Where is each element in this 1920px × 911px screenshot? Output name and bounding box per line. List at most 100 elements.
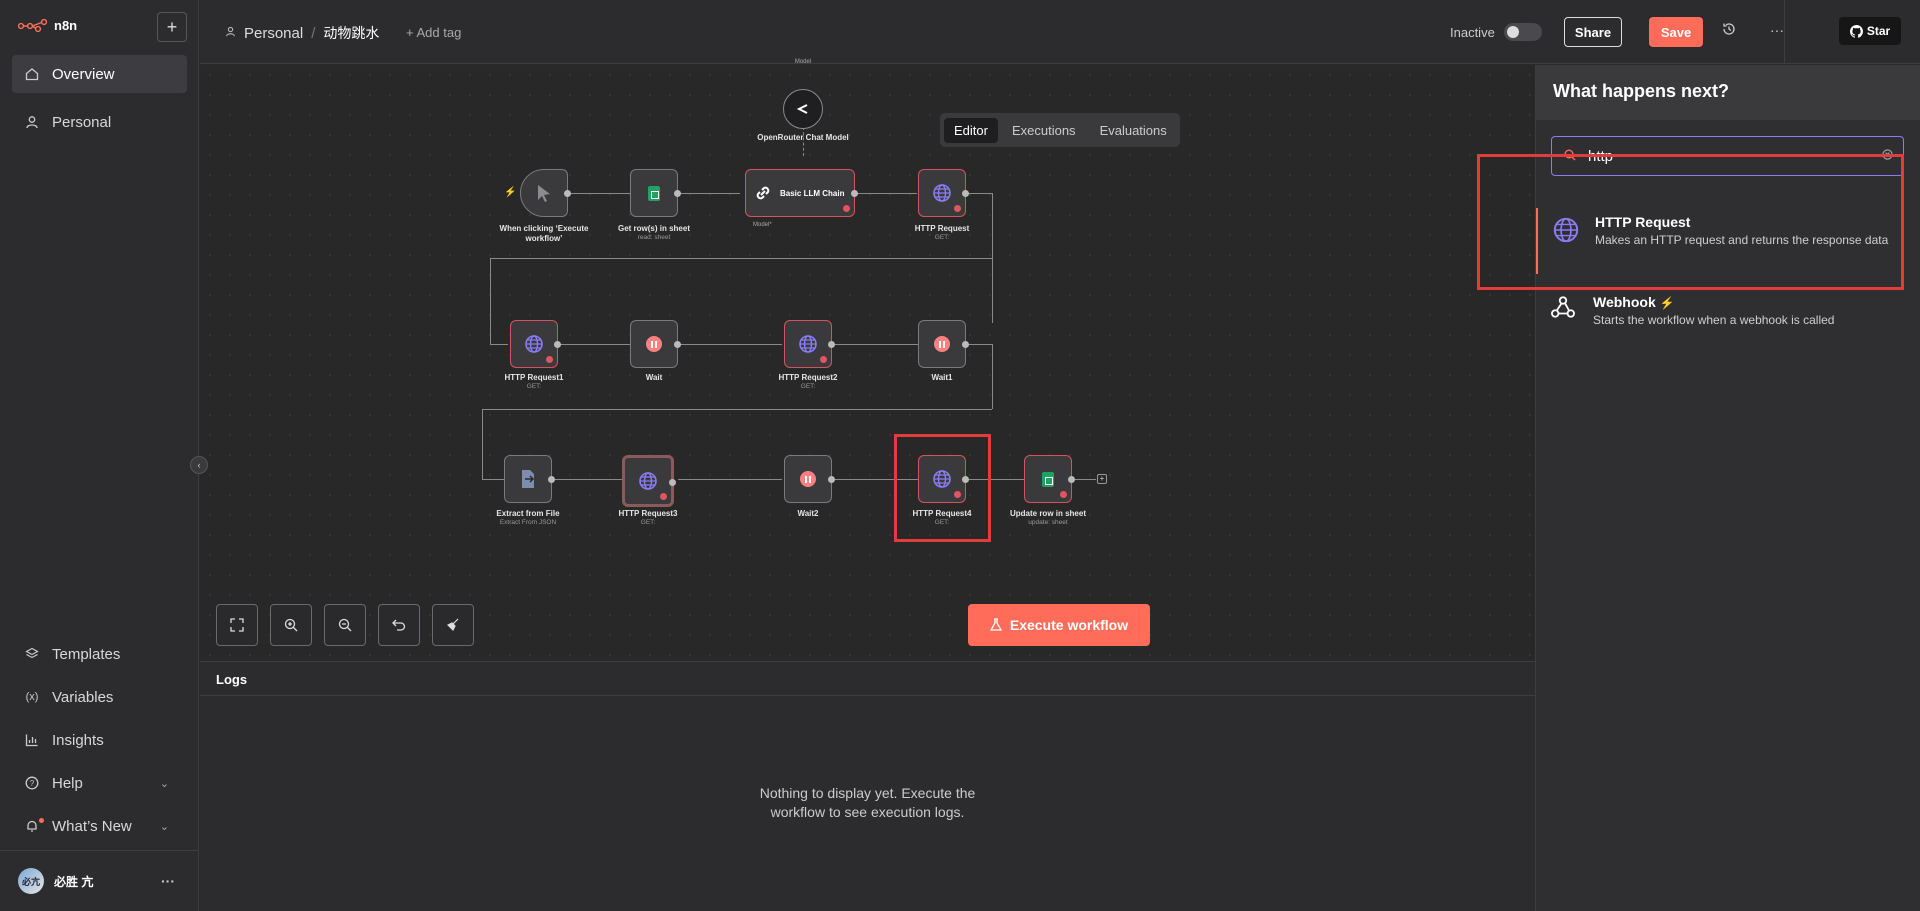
share-button[interactable]: Share: [1564, 17, 1622, 47]
execute-workflow-button[interactable]: Execute workflow: [968, 604, 1150, 646]
more-options-icon[interactable]: ···: [161, 873, 175, 889]
manual-trigger-node[interactable]: [520, 169, 571, 217]
cursor-icon: [538, 185, 550, 202]
globe-icon: [933, 470, 951, 488]
result-http-request[interactable]: HTTP Request Makes an HTTP request and r…: [1536, 208, 1920, 274]
help-icon: ?: [24, 775, 40, 791]
save-button[interactable]: Save: [1649, 17, 1703, 47]
output-port[interactable]: [851, 190, 858, 197]
workflow-canvas[interactable]: Editor Executions Evaluations + M: [200, 59, 1535, 661]
update-row-node[interactable]: [1024, 455, 1075, 503]
breadcrumb-project[interactable]: Personal: [244, 24, 304, 42]
wait1-node[interactable]: [918, 320, 969, 368]
user-menu[interactable]: 必亢 必胜 亢 ···: [0, 850, 199, 911]
connection: [678, 193, 740, 194]
file-extract-icon: [522, 470, 535, 488]
user-icon: [225, 26, 236, 40]
output-port[interactable]: [828, 476, 835, 483]
home-icon: [24, 66, 40, 82]
openrouter-chat-model-node[interactable]: [783, 89, 823, 129]
http-request3-node[interactable]: [622, 455, 676, 507]
undo-button[interactable]: [378, 604, 420, 646]
sidebar-item-insights[interactable]: Insights: [12, 721, 187, 759]
node-subtitle: GET:: [934, 519, 950, 526]
active-toggle[interactable]: [1504, 23, 1542, 41]
logs-panel: Logs Nothing to display yet. Execute the…: [200, 661, 1535, 911]
fit-view-button[interactable]: [216, 604, 258, 646]
breadcrumb-separator: /: [311, 24, 316, 42]
output-port[interactable]: [554, 341, 561, 348]
connection: [482, 409, 992, 410]
node-creator-panel: What happens next? http HTTP Request Mak…: [1535, 65, 1920, 911]
github-star-button[interactable]: Star: [1839, 17, 1901, 45]
http-request-node[interactable]: [918, 169, 969, 217]
output-port[interactable]: [828, 341, 835, 348]
connection: [490, 344, 508, 345]
http-request1-node[interactable]: [510, 320, 561, 368]
result-webhook[interactable]: Webhook ⚡ Starts the workflow when a web…: [1536, 294, 1920, 344]
output-port[interactable]: [962, 476, 969, 483]
error-indicator: [1060, 491, 1067, 498]
brand-name: n8n: [54, 18, 78, 33]
output-port[interactable]: [962, 341, 969, 348]
basic-llm-chain-node[interactable]: Basic LLM Chain: [745, 169, 858, 217]
globe-icon: [525, 335, 543, 353]
github-icon: [1849, 24, 1863, 38]
error-indicator: [843, 205, 850, 212]
logo[interactable]: n8n: [18, 18, 77, 33]
connection: [482, 479, 506, 480]
zoom-in-button[interactable]: [270, 604, 312, 646]
get-rows-node[interactable]: [630, 169, 681, 217]
add-node-button[interactable]: +: [1097, 474, 1107, 484]
trigger-bolt-icon: ⚡: [1659, 296, 1675, 310]
sidebar-item-label: Insights: [52, 731, 104, 749]
zoom-out-icon: [338, 618, 352, 632]
tab-editor[interactable]: Editor: [944, 117, 998, 143]
output-port[interactable]: [962, 190, 969, 197]
output-port[interactable]: [1068, 476, 1075, 483]
http-request4-node[interactable]: [918, 455, 969, 503]
undo-icon: [392, 619, 406, 631]
sidebar-item-personal[interactable]: Personal: [12, 103, 187, 141]
connection: [490, 258, 491, 344]
add-tag-button[interactable]: + Add tag: [406, 25, 462, 40]
output-port[interactable]: [548, 476, 555, 483]
output-port[interactable]: [669, 479, 676, 486]
more-options-icon[interactable]: ···: [1770, 22, 1784, 38]
svg-text:?: ?: [30, 779, 35, 788]
model-port-label: Model*: [753, 222, 772, 228]
output-port[interactable]: [674, 190, 681, 197]
error-indicator: [546, 356, 553, 363]
sidebar-item-overview[interactable]: Overview: [12, 55, 187, 93]
output-port[interactable]: [674, 341, 681, 348]
sidebar-item-variables[interactable]: (x) Variables: [12, 678, 187, 716]
sidebar-item-templates[interactable]: Templates: [12, 635, 187, 673]
sidebar-item-help[interactable]: ? Help ⌄: [12, 764, 187, 802]
wait-node[interactable]: [630, 320, 681, 368]
connection: [558, 344, 630, 345]
tab-executions[interactable]: Executions: [1011, 122, 1076, 138]
connection: [855, 193, 917, 194]
tidy-up-button[interactable]: [432, 604, 474, 646]
sidebar: n8n + Overview Personal Templates (x) Va…: [0, 0, 199, 911]
collapse-sidebar-button[interactable]: ‹: [190, 456, 208, 474]
extract-from-file-node[interactable]: [504, 455, 555, 503]
node-subtitle: GET:: [640, 519, 656, 526]
wait2-node[interactable]: [784, 455, 835, 503]
avatar: 必亢: [18, 868, 44, 894]
create-button[interactable]: +: [157, 12, 187, 42]
tab-evaluations[interactable]: Evaluations: [1099, 122, 1167, 138]
connection: [568, 193, 630, 194]
logs-title[interactable]: Logs: [200, 662, 1535, 696]
zoom-out-button[interactable]: [324, 604, 366, 646]
http-request2-node[interactable]: [784, 320, 835, 368]
sidebar-item-whats-new[interactable]: What’s New ⌄: [12, 807, 187, 845]
templates-icon: [24, 646, 40, 662]
output-port[interactable]: [564, 190, 571, 197]
connection: [678, 479, 782, 480]
pause-icon: [800, 471, 816, 487]
history-icon[interactable]: [1722, 22, 1736, 39]
error-indicator: [954, 491, 961, 498]
workflow-name[interactable]: 动物跳水: [323, 25, 380, 41]
connection: [490, 258, 992, 259]
